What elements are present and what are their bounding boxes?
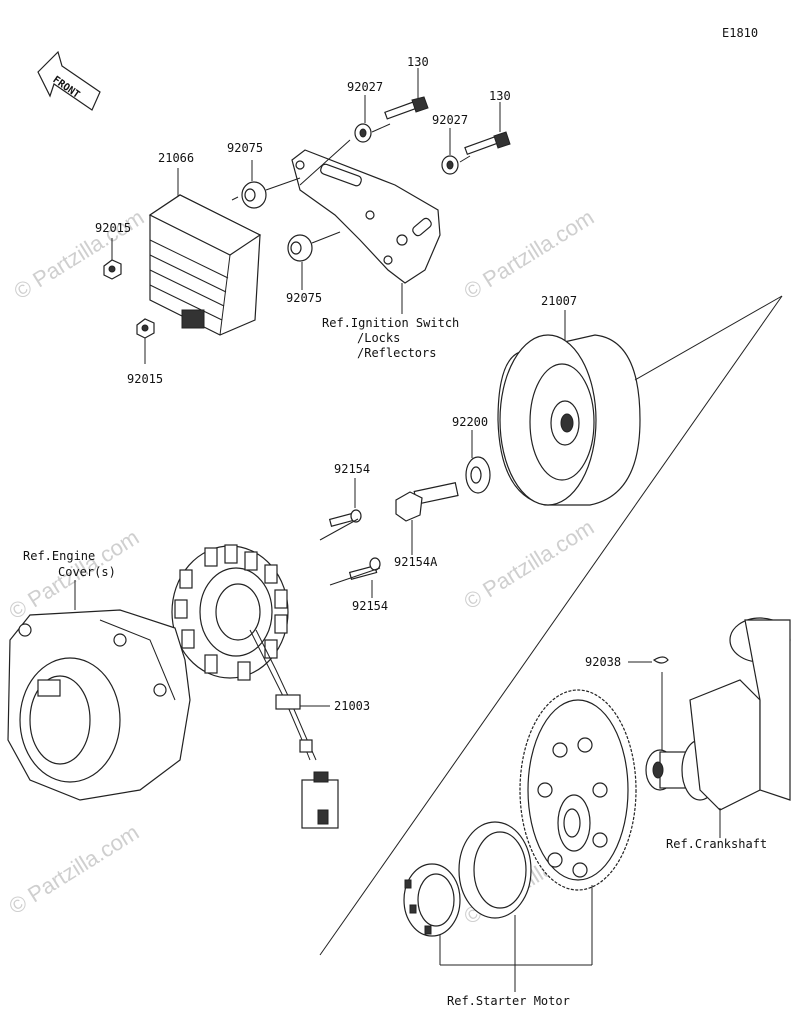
- ref-ignition-line2: /Locks: [357, 331, 400, 345]
- washer-92027-upper: [354, 123, 372, 143]
- rotor-21007: [497, 334, 641, 506]
- stator-21003: [171, 544, 339, 829]
- watermark: © Partzilla.com: [9, 204, 148, 304]
- diagram-code: E1810: [722, 26, 758, 40]
- label-92015-upper: 92015: [95, 221, 131, 235]
- watermark: © Partzilla.com: [459, 514, 598, 614]
- label-92154A: 92154A: [394, 555, 438, 569]
- watermark: © Partzilla.com: [4, 819, 143, 919]
- key-92038: [652, 656, 669, 664]
- bolt-130-lower: [464, 131, 511, 156]
- ref-crankshaft: Ref.Crankshaft: [666, 837, 767, 851]
- engine-cover: [7, 609, 191, 801]
- label-92015-lower: 92015: [127, 372, 163, 386]
- starter-clutch-gear: [519, 689, 637, 891]
- regulator-rectifier-21066: [148, 194, 262, 336]
- label-21066: 21066: [158, 151, 194, 165]
- one-way-clutch: [403, 863, 461, 937]
- bolt-92154A: [395, 482, 459, 522]
- watermark: © Partzilla.com: [459, 204, 598, 304]
- ref-starter-motor: Ref.Starter Motor: [447, 994, 570, 1008]
- starter-ring: [458, 821, 532, 919]
- label-92038: 92038: [585, 655, 621, 669]
- label-21007: 21007: [541, 294, 577, 308]
- label-92154-lower: 92154: [352, 599, 388, 613]
- grommet-92075-lower: [287, 234, 313, 262]
- bolt-130-upper: [384, 96, 429, 120]
- label-92027-lower: 92027: [432, 113, 468, 127]
- label-21003: 21003: [334, 699, 370, 713]
- ref-ignition-line3: /Reflectors: [357, 346, 436, 360]
- label-92075-lower: 92075: [286, 291, 322, 305]
- ref-engine-line2: Cover(s): [58, 565, 116, 579]
- ref-engine-line1: Ref.Engine: [23, 549, 95, 563]
- ref-ignition-line1: Ref.Ignition Switch: [322, 316, 459, 330]
- label-92154-upper: 92154: [334, 462, 370, 476]
- nut-92015-upper: [103, 259, 122, 280]
- washer-92027-lower: [441, 155, 459, 175]
- grommet-92075-upper: [241, 181, 267, 209]
- collar-92200: [465, 456, 491, 494]
- label-130-upper: 130: [407, 55, 429, 69]
- label-130-lower: 130: [489, 89, 511, 103]
- crankshaft: [645, 617, 791, 811]
- bolt-92154-upper: [328, 509, 362, 527]
- label-92027-upper: 92027: [347, 80, 383, 94]
- label-92075-upper: 92075: [227, 141, 263, 155]
- bolt-92154-lower: [348, 557, 381, 580]
- nut-92015-lower: [136, 318, 155, 339]
- mounting-bracket: [291, 149, 441, 314]
- label-92200: 92200: [452, 415, 488, 429]
- front-arrow-icon: FRONT: [37, 50, 101, 111]
